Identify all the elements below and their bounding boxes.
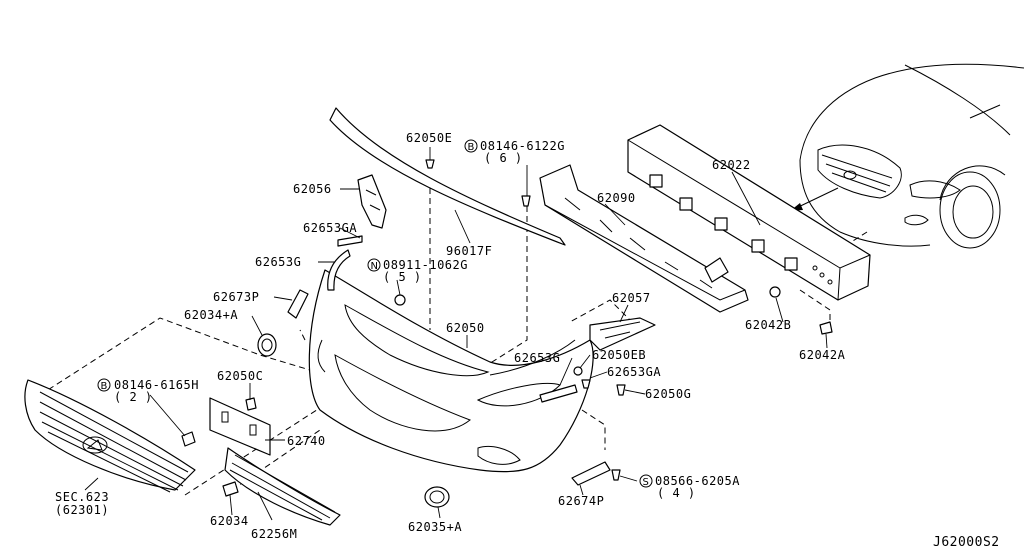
diagram-id: J62000S2: [933, 535, 1000, 550]
license-bracket-62740: [209, 397, 271, 456]
side-bracket-62057: [589, 317, 656, 351]
vehicle-illustration: [789, 63, 1024, 249]
seal-62653GA-left: [337, 235, 363, 247]
clip-62034: [222, 481, 239, 497]
label-62090: 62090: [597, 191, 636, 205]
label-62042A: 62042A: [799, 348, 846, 362]
label-62653G-left: 62653G: [255, 255, 301, 269]
label-62674P: 62674P: [558, 494, 604, 508]
bracket-62674P: [571, 461, 611, 486]
label-62022: 62022: [712, 158, 751, 172]
label-62050C: 62050C: [217, 369, 263, 383]
nut-symbol: [367, 258, 381, 272]
seal-62653G-right: [539, 384, 578, 403]
label-62034: 62034: [210, 514, 249, 528]
upper-molding-96017F: [329, 107, 566, 246]
label-62050: 62050: [446, 321, 485, 335]
nut-letter: N: [371, 261, 378, 272]
fasteners: [181, 159, 833, 481]
part-labels: 62050E B 08146-6122G ( 6 ) 62022 62056 6…: [55, 131, 1000, 550]
bumper-fascia-62050: [308, 269, 594, 473]
label-62056: 62056: [293, 182, 332, 196]
label-screw-08566-6205A-qty: ( 4 ): [657, 486, 696, 500]
bracket-62056: [357, 174, 387, 229]
label-bolt-08146-6122G: 08146-6122G: [480, 139, 565, 153]
label-62050G: 62050G: [645, 387, 691, 401]
bolt-letter: B: [468, 142, 475, 153]
label-sec-623: SEC.623: [55, 490, 109, 504]
label-62740: 62740: [287, 434, 326, 448]
label-62035A: 62035+A: [408, 520, 462, 534]
label-bolt-08146-6165H: 08146-6165H: [114, 378, 199, 392]
label-nut-08911-1062G-qty: ( 5 ): [383, 270, 422, 284]
label-leader-lines: [84, 147, 828, 521]
label-bolt-08146-6122G-qty: ( 6 ): [484, 151, 523, 165]
label-62256M: 62256M: [251, 527, 297, 541]
label-62050E: 62050E: [406, 131, 452, 145]
label-62653GA-top: 62653GA: [303, 221, 357, 235]
energy-absorber-62090: [539, 164, 749, 313]
fog-cover-62034A: [257, 333, 277, 357]
label-62653GA-right: 62653GA: [607, 365, 661, 379]
fog-cover-62035A: [424, 486, 450, 508]
label-nut-08911-1062G: 08911-1062G: [383, 258, 468, 272]
label-62673P: 62673P: [213, 290, 259, 304]
seal-62653G-left: [327, 249, 351, 291]
bracket-62673P: [287, 289, 309, 319]
screw-symbol: [639, 474, 653, 488]
label-sec-623-sub: (62301): [55, 503, 109, 517]
label-62034A: 62034+A: [184, 308, 238, 322]
label-screw-08566-6205A: 08566-6205A: [655, 474, 740, 488]
bumper-reinforcement-62022: [627, 124, 871, 301]
lower-grille-62256M: [224, 447, 341, 526]
bolt-symbol: [464, 139, 478, 153]
label-62042B: 62042B: [745, 318, 791, 332]
label-62057: 62057: [612, 291, 651, 305]
front-grille-sec623: [24, 379, 196, 493]
label-96017F: 96017F: [446, 244, 492, 258]
bolt-letter-left: B: [101, 381, 108, 392]
bolt-symbol-left: [97, 378, 111, 392]
label-62050EB: 62050EB: [592, 348, 646, 362]
label-bolt-08146-6165H-qty: ( 2 ): [114, 390, 153, 404]
label-62653G-right: 62653G: [514, 351, 560, 365]
screw-letter: S: [643, 477, 649, 488]
